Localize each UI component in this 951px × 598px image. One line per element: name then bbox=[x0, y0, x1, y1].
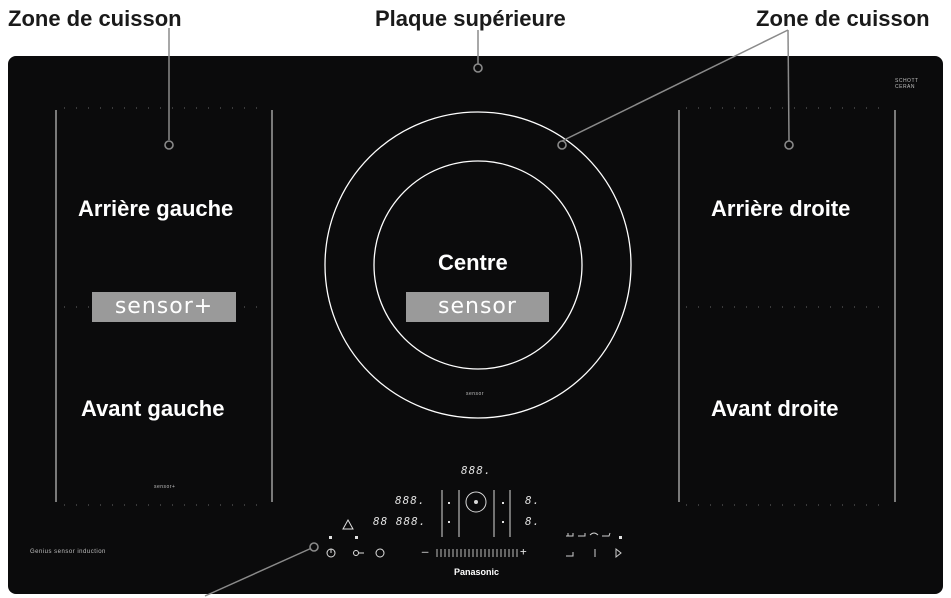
slider-plus[interactable]: + bbox=[520, 545, 528, 558]
leader-markers bbox=[164, 63, 794, 552]
top-display: 888. bbox=[461, 464, 492, 477]
callout-top-plate: Plaque supérieure bbox=[375, 6, 566, 31]
slider-minus[interactable]: – bbox=[422, 545, 430, 558]
left-sensor-small: sensor+ bbox=[154, 484, 176, 490]
zone-center-label: Centre bbox=[432, 250, 514, 276]
genius-sensor-text: Genius sensor induction bbox=[30, 549, 106, 555]
dial-center bbox=[474, 500, 478, 504]
left-display-row2: 88 888. bbox=[373, 515, 427, 528]
dial-ring bbox=[465, 491, 487, 513]
schott-logo-line2: CERAN bbox=[895, 84, 916, 90]
sensor-plus-badge: sensor+ bbox=[92, 292, 236, 322]
center-outer-ring bbox=[324, 111, 632, 419]
sensor-badge: sensor bbox=[406, 292, 549, 322]
right-display-row2: 8. bbox=[525, 515, 541, 528]
lock-icon bbox=[353, 550, 359, 556]
panel-indicator-dots bbox=[329, 502, 622, 539]
callout-left-zone: Zone de cuisson bbox=[8, 6, 182, 31]
warning-icon bbox=[342, 518, 354, 530]
leader-center-zone bbox=[561, 29, 789, 142]
function-icons bbox=[566, 532, 622, 559]
schott-logo-line1: SCHOTT bbox=[895, 78, 919, 84]
zone-front-left-label: Avant gauche bbox=[75, 396, 231, 422]
zone-rear-right-label: Arrière droite bbox=[705, 196, 857, 222]
panasonic-logo: Panasonic bbox=[454, 567, 500, 577]
left-display-row1: 888. bbox=[395, 494, 426, 507]
timer-icon bbox=[375, 548, 385, 558]
center-inner-ring bbox=[373, 160, 583, 370]
leader-right-zone bbox=[787, 29, 790, 142]
zone-front-right-label: Avant droite bbox=[705, 396, 845, 422]
zone-rear-left-label: Arrière gauche bbox=[72, 196, 240, 222]
leader-control-panel bbox=[204, 546, 315, 597]
power-slider bbox=[436, 549, 518, 557]
callout-right-zone: Zone de cuisson bbox=[756, 6, 930, 31]
center-sensor-small: sensor bbox=[466, 391, 485, 397]
right-display-row1: 8. bbox=[525, 494, 541, 507]
